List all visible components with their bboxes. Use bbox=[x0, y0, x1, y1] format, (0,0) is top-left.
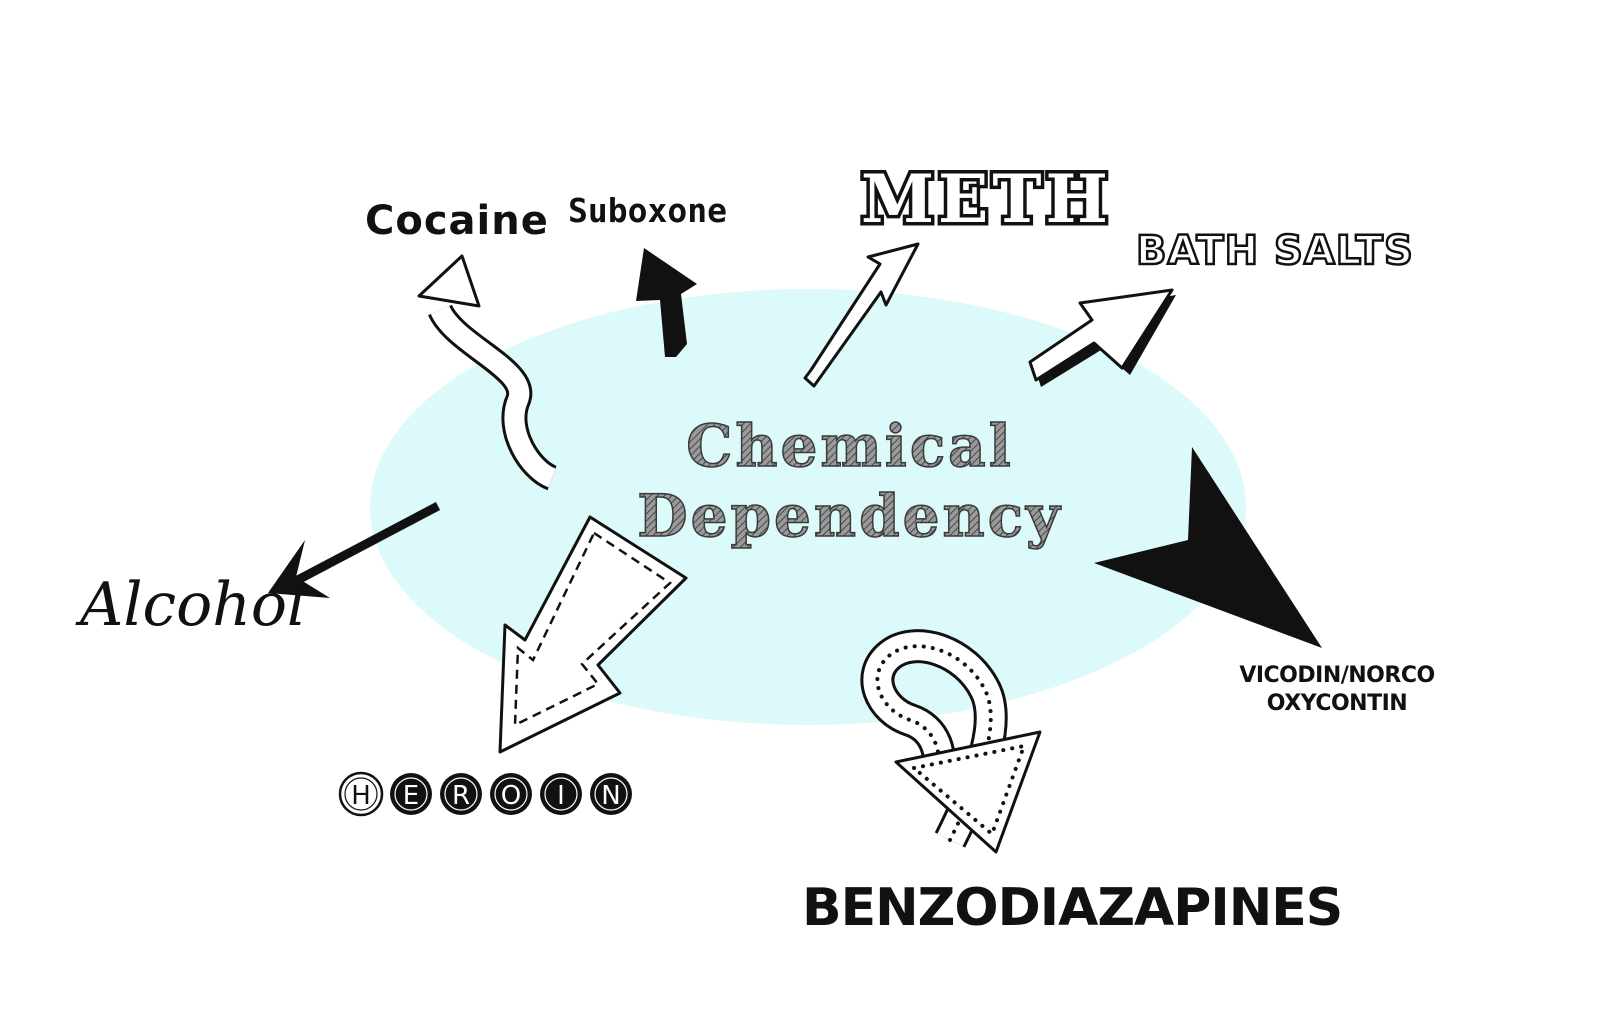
heroin-letter: I bbox=[540, 773, 582, 815]
heroin-letter-text: O bbox=[501, 781, 521, 811]
heroin-letter: N bbox=[590, 773, 632, 815]
heroin-letter-text: H bbox=[351, 781, 371, 811]
cocaine-label: Cocaine bbox=[365, 198, 549, 244]
bath-salts-arrow bbox=[1028, 288, 1176, 387]
center-title-line1: Chemical bbox=[686, 412, 1014, 480]
vicodin-label: VICODIN/NORCO bbox=[1239, 663, 1434, 688]
heroin-letter-text: N bbox=[601, 781, 620, 811]
suboxone-label: Suboxone bbox=[568, 191, 727, 230]
heroin-letter: R bbox=[440, 773, 482, 815]
heroin-letter-text: E bbox=[403, 781, 419, 811]
heroin-letter: O bbox=[490, 773, 532, 815]
bath-salts-label: BATH SALTS bbox=[1136, 228, 1414, 274]
cocaine-arrow bbox=[417, 254, 558, 491]
heroin-letter: H bbox=[338, 771, 384, 817]
alcohol-label: Alcohol bbox=[75, 570, 306, 640]
heroin-letter: E bbox=[390, 773, 432, 815]
heroin-letter-text: R bbox=[452, 781, 470, 811]
meth-label: METH bbox=[861, 160, 1112, 238]
vicodin-arrow bbox=[1094, 447, 1322, 648]
heroin-arrow bbox=[498, 515, 688, 754]
heroin-label: H E R O I N bbox=[338, 771, 632, 817]
oxycontin-label: OXYCONTIN bbox=[1267, 691, 1407, 716]
benzodiazapines-label: BENZODIAZAPINES bbox=[802, 878, 1342, 938]
center-title-line2: Dependency bbox=[637, 482, 1062, 550]
alcohol-arrow bbox=[268, 502, 441, 598]
benzodiazapines-arrow bbox=[860, 629, 1042, 854]
meth-arrow bbox=[803, 242, 920, 388]
suboxone-arrow bbox=[636, 248, 697, 357]
heroin-letter-text: I bbox=[557, 781, 565, 811]
